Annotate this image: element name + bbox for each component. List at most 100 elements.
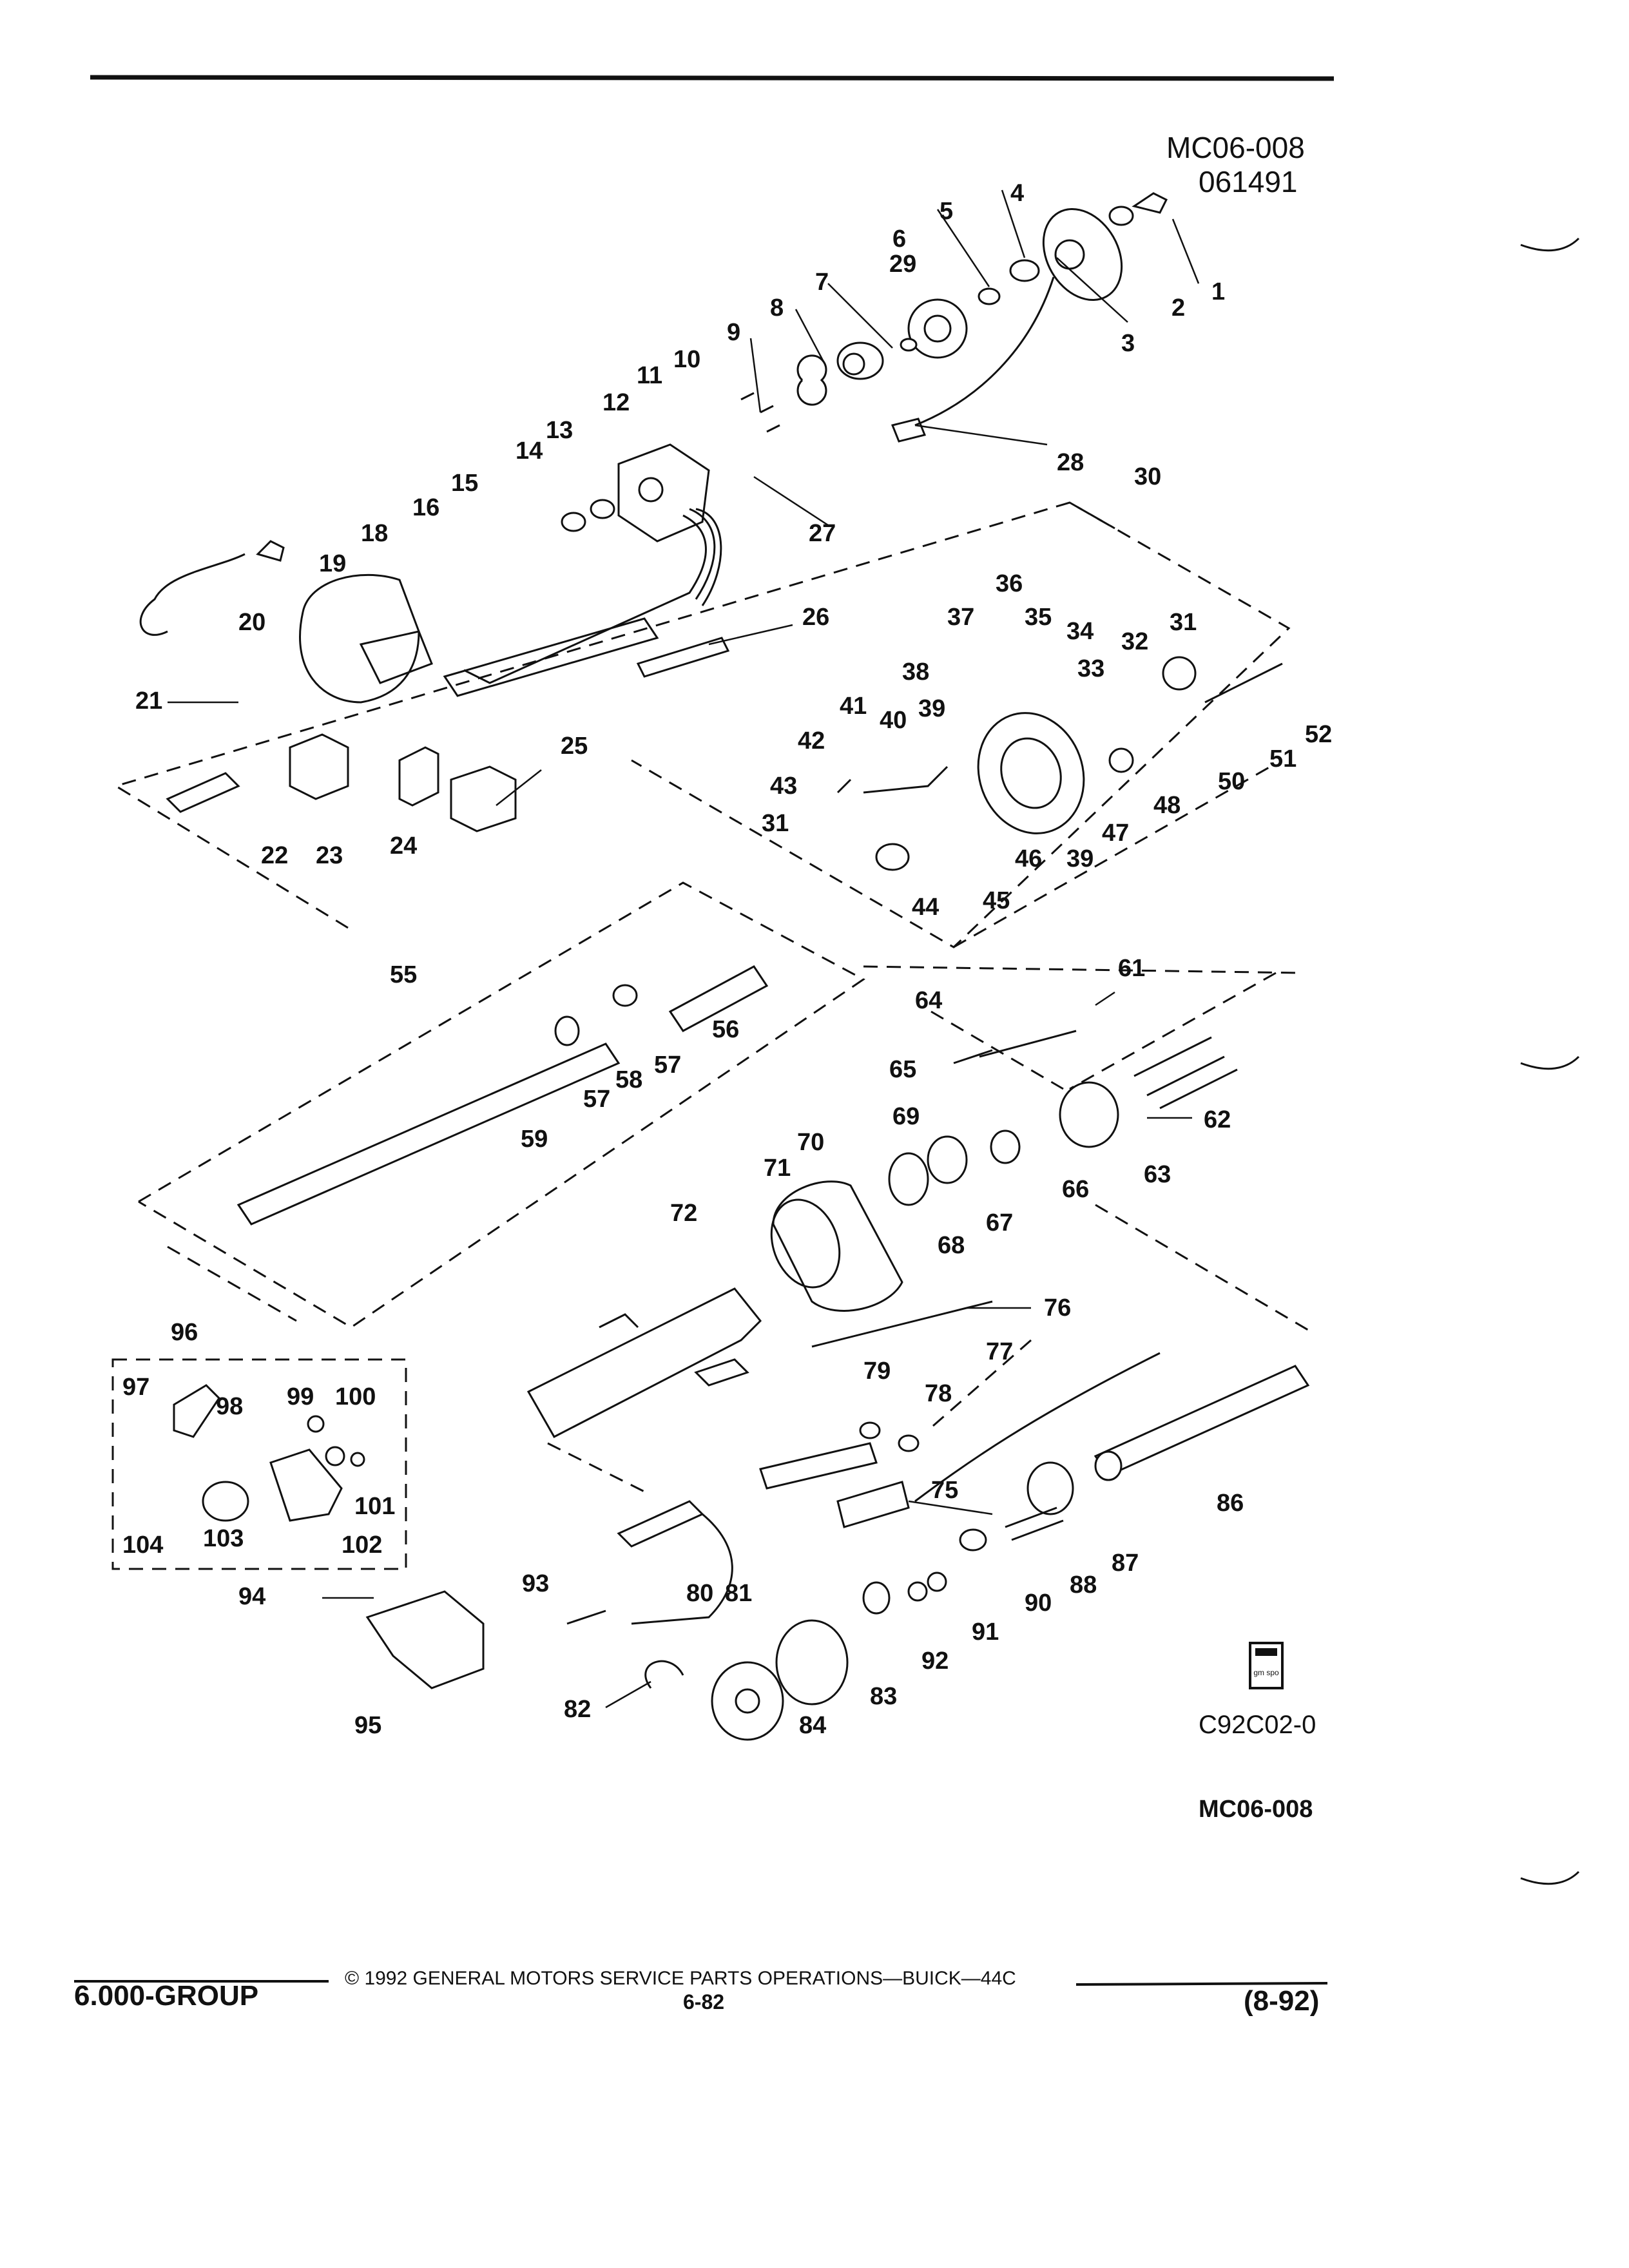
margin-mark [1520, 1870, 1580, 1885]
callout-95: 95 [354, 1712, 381, 1739]
callout-96: 96 [171, 1319, 198, 1346]
callout-25: 25 [561, 733, 588, 760]
group-outlines [111, 501, 1315, 1570]
callout-51: 51 [1269, 745, 1296, 773]
callout-71: 71 [764, 1155, 791, 1182]
callout-16: 16 [412, 494, 439, 521]
callout-29: 29 [889, 251, 916, 278]
callout-99: 99 [287, 1383, 314, 1410]
callout-28: 28 [1057, 449, 1084, 476]
margin-mark [1520, 237, 1580, 252]
callout-27: 27 [809, 520, 836, 547]
callout-68: 68 [938, 1232, 965, 1259]
callout-67: 67 [986, 1209, 1013, 1236]
callout-44: 44 [912, 894, 939, 921]
callout-6: 6 [892, 226, 906, 253]
callout-86: 86 [1217, 1490, 1244, 1517]
callout-57a: 57 [654, 1052, 681, 1079]
callout-91: 91 [972, 1619, 999, 1646]
callout-56: 56 [712, 1016, 739, 1043]
callout-12: 12 [602, 389, 630, 416]
callout-98: 98 [216, 1393, 243, 1420]
callout-31b: 31 [762, 810, 789, 837]
callout-31a: 31 [1170, 609, 1197, 636]
callout-50: 50 [1218, 768, 1245, 795]
callout-72: 72 [670, 1200, 697, 1227]
footer-page: 6-82 [683, 1990, 724, 2013]
callout-23: 23 [316, 842, 343, 869]
callout-80: 80 [686, 1580, 713, 1607]
callout-20: 20 [238, 609, 265, 636]
callout-83: 83 [870, 1683, 897, 1710]
date-code: 061491 [1199, 165, 1298, 198]
callout-59: 59 [521, 1126, 548, 1153]
callout-41: 41 [840, 693, 867, 720]
callout-81: 81 [725, 1580, 752, 1607]
gm-spo-logo: gm spo [1249, 1642, 1284, 1689]
callout-84: 84 [799, 1712, 826, 1739]
callout-104: 104 [122, 1532, 163, 1559]
callout-11: 11 [637, 362, 662, 389]
callout-19: 19 [319, 550, 346, 577]
footer-revision: (8-92) [1244, 1985, 1319, 2017]
callout-1: 1 [1211, 278, 1225, 305]
callout-75: 75 [931, 1477, 958, 1504]
callout-45: 45 [983, 887, 1010, 914]
callout-39a: 39 [918, 695, 945, 722]
callout-76: 76 [1044, 1294, 1071, 1321]
callout-5: 5 [940, 198, 953, 225]
callout-36: 36 [996, 570, 1023, 597]
callout-87: 87 [1112, 1550, 1139, 1577]
callout-40: 40 [880, 707, 907, 734]
figure-code: MC06-008 [1166, 131, 1305, 164]
callout-97: 97 [122, 1374, 149, 1401]
image-code: C92C02-0 [1199, 1711, 1316, 1739]
callout-58: 58 [615, 1066, 642, 1093]
callout-48: 48 [1153, 792, 1181, 819]
callout-10: 10 [673, 346, 700, 373]
callout-62: 62 [1204, 1106, 1231, 1133]
callout-103: 103 [203, 1525, 244, 1552]
callout-77: 77 [986, 1338, 1013, 1365]
callout-88: 88 [1070, 1571, 1097, 1599]
callout-79: 79 [863, 1358, 891, 1385]
callout-15: 15 [451, 470, 478, 497]
callout-82: 82 [564, 1696, 591, 1723]
callout-4: 4 [1010, 180, 1024, 207]
callout-92: 92 [921, 1648, 949, 1675]
callout-69: 69 [892, 1103, 920, 1130]
callout-61: 61 [1118, 955, 1145, 982]
callout-37: 37 [947, 604, 974, 631]
footer-rule-right [1075, 1982, 1328, 1986]
callout-100: 100 [335, 1383, 376, 1410]
callout-93: 93 [522, 1570, 549, 1597]
callout-labels: 1 2 3 4 5 6 7 8 9 10 11 12 13 14 15 16 1… [122, 180, 1332, 1739]
callout-94: 94 [238, 1583, 265, 1610]
callout-18: 18 [361, 520, 388, 547]
callout-47: 47 [1102, 820, 1129, 847]
callout-70: 70 [797, 1129, 824, 1156]
callout-64: 64 [915, 987, 942, 1014]
callout-101: 101 [354, 1493, 395, 1520]
callout-34: 34 [1066, 618, 1094, 645]
callout-14: 14 [516, 437, 543, 465]
callout-24: 24 [390, 832, 417, 860]
callout-26: 26 [802, 604, 829, 631]
callout-102: 102 [342, 1532, 382, 1559]
callout-2: 2 [1171, 294, 1185, 322]
callout-63: 63 [1144, 1161, 1171, 1188]
callout-78: 78 [925, 1380, 952, 1407]
parts-drawings [139, 192, 1310, 1741]
callout-7: 7 [815, 269, 829, 296]
callout-57b: 57 [583, 1086, 610, 1113]
callout-21: 21 [135, 687, 162, 715]
callout-32: 32 [1121, 628, 1148, 655]
callout-39b: 39 [1066, 845, 1094, 872]
callout-52: 52 [1305, 721, 1332, 748]
callout-66: 66 [1062, 1176, 1089, 1203]
callout-42: 42 [798, 727, 825, 754]
callout-38: 38 [902, 658, 929, 686]
callout-46: 46 [1015, 845, 1042, 872]
callout-90: 90 [1025, 1590, 1052, 1617]
